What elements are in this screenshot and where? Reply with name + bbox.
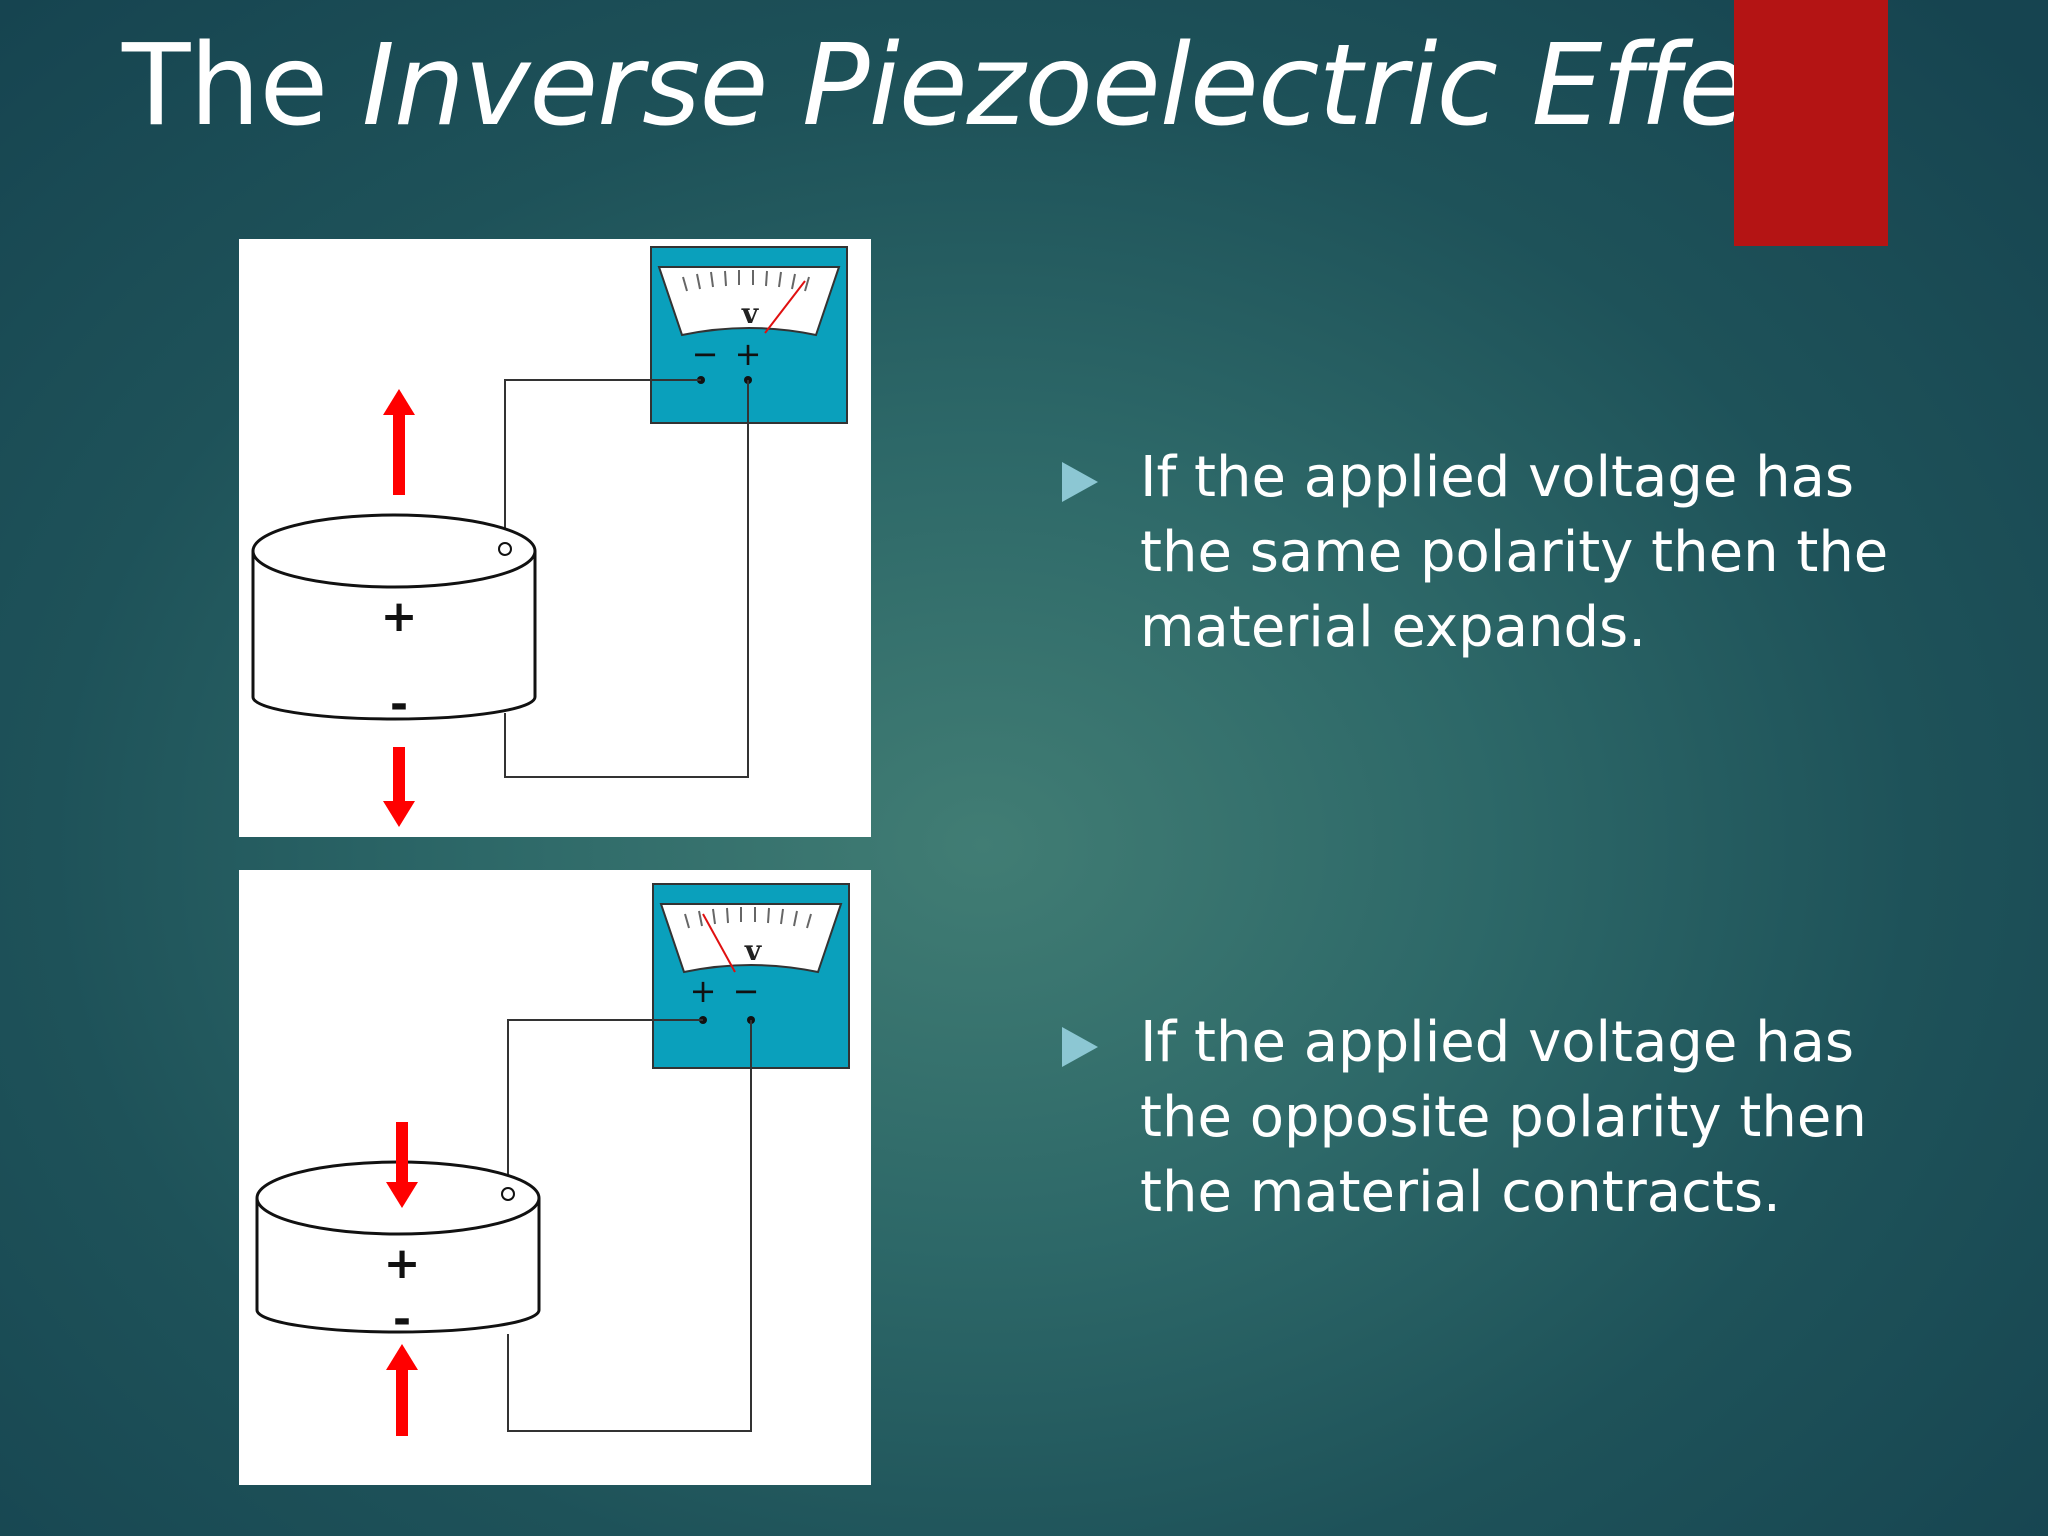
bullet-text: If the applied voltage has the opposite … [1140,1010,1867,1225]
disc-contact [498,542,512,556]
plate-top-sign: + [381,591,418,642]
meter-needle [702,913,736,973]
meter-symbol: v [744,934,762,967]
meter-symbol: v [741,297,759,330]
meter-terminal-right: + [735,335,762,373]
title-italic: Inverse Piezoelectric Effect [361,21,1851,151]
piezo-disc: + - [255,1160,541,1345]
arrow-down-icon [383,747,415,827]
meter-terminal-right: − [733,972,760,1010]
diagram-expansion-svg: v − + + - [251,246,848,827]
slide-title: The Inverse Piezoelectric Effect [122,21,1851,151]
bullet-contracts: If the applied voltage has the opposite … [1062,1005,1962,1230]
arrow-up-icon [383,389,415,495]
plate-bottom-sign: - [390,679,408,730]
red-accent-bar [1734,0,1888,246]
arrow-up-icon [386,1344,418,1436]
wire-top [507,1019,703,1192]
diagram-expansion: v − + + - [239,239,871,837]
wire-top [504,379,701,543]
diagram-contraction-svg: v + − + - [255,883,850,1436]
meter-ticks [682,270,810,292]
meter-terminal-left: + [690,972,717,1010]
title-plain: The [122,21,328,151]
triangle-bullet-icon [1062,1027,1098,1067]
diagram-contraction: v + − + - [239,870,871,1485]
meter-needle [764,280,806,334]
piezo-disc: + - [251,513,537,730]
plate-top-sign: + [384,1238,421,1289]
bullet-expands: If the applied voltage has the same pola… [1062,440,1962,665]
meter-terminal-left: − [692,335,719,373]
disc-contact [501,1187,515,1201]
plate-bottom-sign: - [393,1294,411,1345]
bullet-text: If the applied voltage has the same pola… [1140,445,1889,660]
triangle-bullet-icon [1062,462,1098,502]
wire-bottom [507,1020,752,1432]
meter-ticks [684,907,812,929]
voltmeter: v + − [652,883,850,1069]
wire-bottom [504,380,749,778]
arrow-down-icon [386,1122,418,1208]
